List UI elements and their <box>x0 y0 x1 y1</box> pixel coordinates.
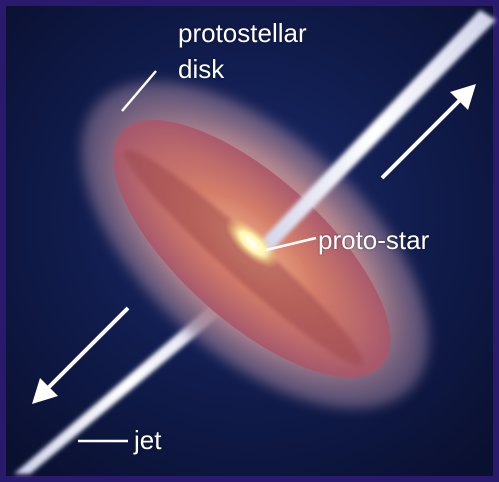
label-proto-star: proto-star <box>318 227 429 254</box>
label-protostellar: protostellar <box>178 20 307 47</box>
label-jet: jet <box>134 427 161 454</box>
label-disk: disk <box>178 56 224 83</box>
